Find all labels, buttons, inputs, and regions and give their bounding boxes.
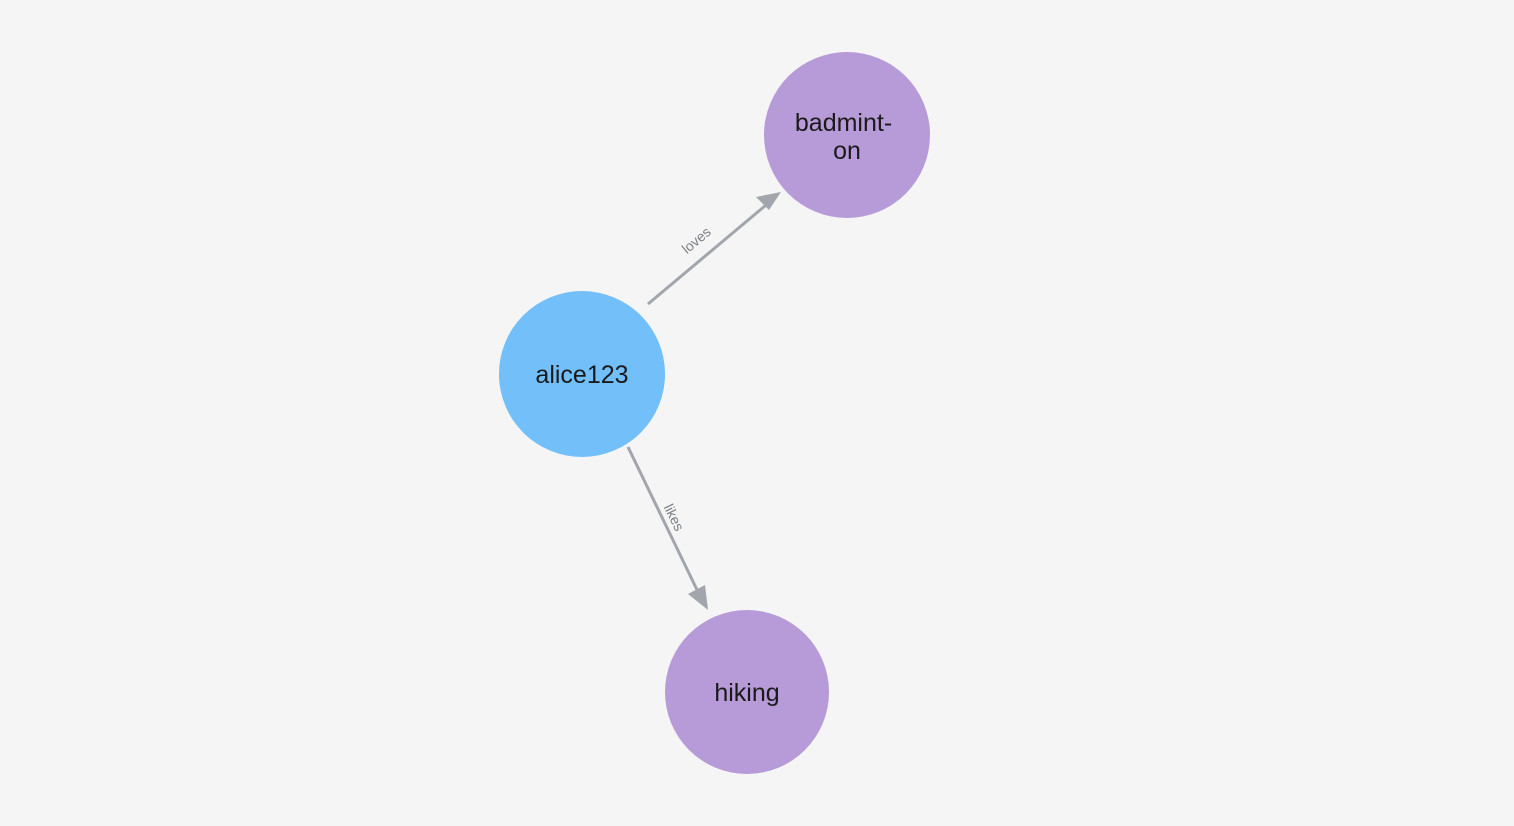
- edge-label-likes: likes: [661, 501, 688, 533]
- edge-alice123-loves-badminton[interactable]: loves: [647, 192, 781, 306]
- edge-alice123-likes-hiking[interactable]: likes: [626, 446, 708, 610]
- arrow-head-likes: [688, 585, 708, 610]
- node-circle-badminton[interactable]: [764, 52, 930, 218]
- edge-line-likes[interactable]: [626, 446, 702, 597]
- node-hiking[interactable]: hiking: [665, 610, 829, 774]
- edge-line-loves[interactable]: [647, 198, 773, 306]
- node-badminton[interactable]: badmint- on: [764, 52, 930, 218]
- node-circle-alice123[interactable]: [499, 291, 665, 457]
- node-circle-hiking[interactable]: [665, 610, 829, 774]
- nodes-layer: alice123 badmint- on hiking: [499, 52, 930, 774]
- arrow-head-loves: [756, 192, 781, 210]
- node-alice123[interactable]: alice123: [499, 291, 665, 457]
